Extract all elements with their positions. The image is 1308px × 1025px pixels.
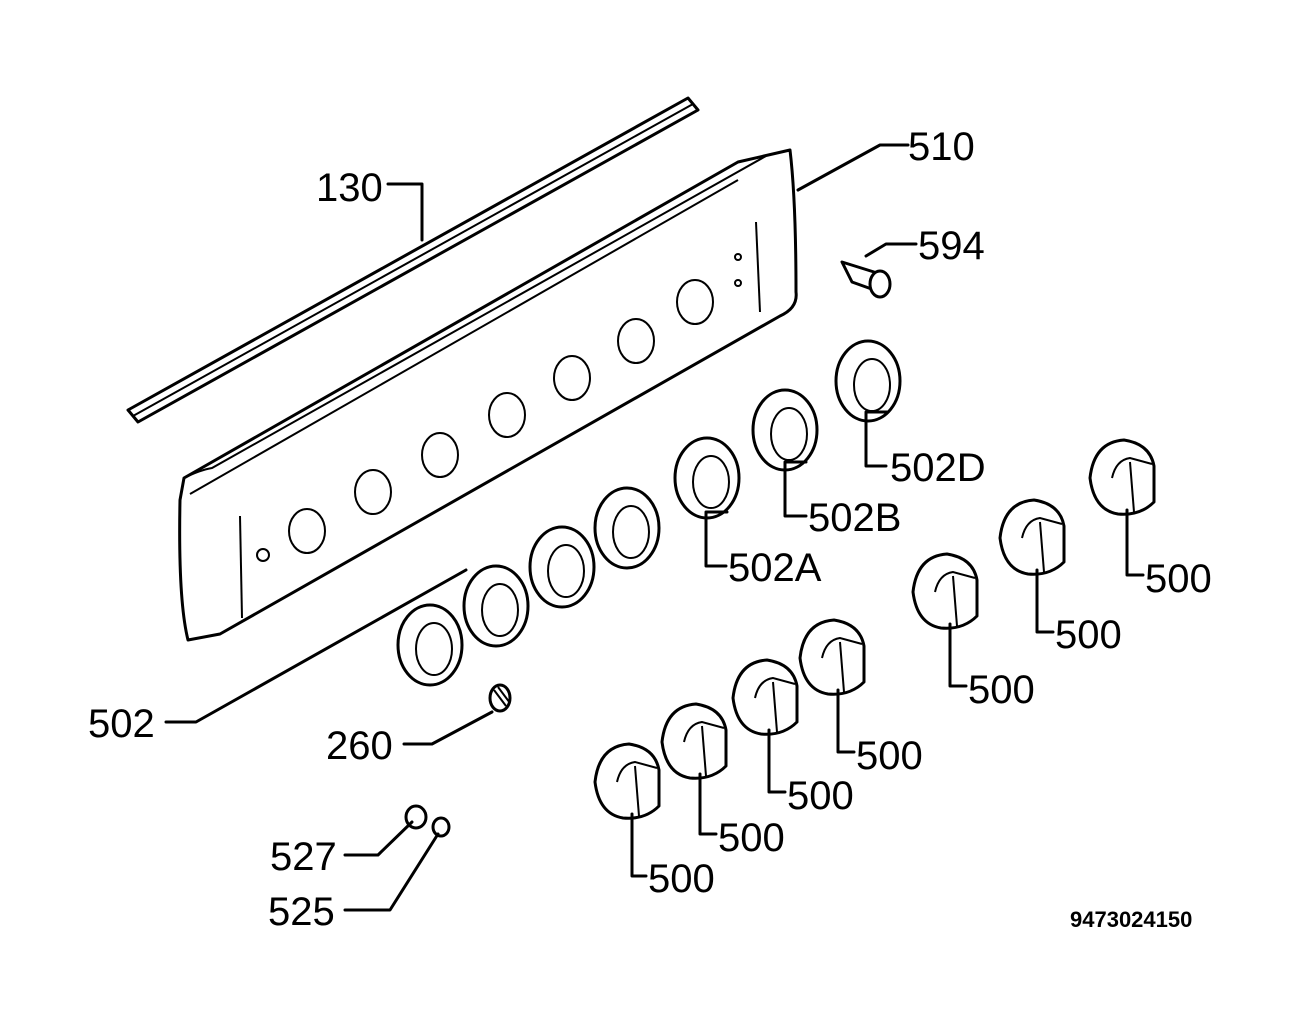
label-500-4: 500 (856, 734, 923, 778)
label-500-7: 500 (648, 857, 715, 901)
label-502D: 502D (890, 446, 986, 490)
label-500-1: 500 (1145, 557, 1212, 601)
label-260: 260 (326, 724, 393, 768)
leader-lines (164, 143, 1145, 912)
label-527: 527 (270, 835, 337, 879)
ring-502B (751, 388, 819, 472)
label-525: 525 (268, 890, 335, 934)
label-500-5: 500 (787, 774, 854, 818)
knob-500-7 (593, 742, 661, 820)
spring-260 (488, 683, 512, 713)
control-knobs (593, 438, 1156, 820)
label-502: 502 (88, 702, 155, 746)
control-rings (396, 339, 902, 687)
trim-strip-130 (126, 96, 700, 424)
knob-500-1 (1088, 438, 1156, 516)
knob-500-3 (911, 552, 979, 630)
control-panel-510 (178, 148, 798, 642)
ring-502-4 (396, 603, 464, 687)
knob-500-5 (731, 658, 799, 736)
label-500-2: 500 (1055, 613, 1122, 657)
label-500-3: 500 (968, 668, 1035, 712)
ring-502-3 (462, 564, 530, 648)
ring-502-1 (593, 486, 661, 570)
panel-holes (256, 253, 742, 562)
lamp-594 (840, 260, 892, 299)
ring-502-2 (528, 525, 596, 609)
ring-502A (673, 436, 741, 520)
label-502B: 502B (808, 496, 901, 540)
knob-500-4 (798, 618, 866, 696)
part-labels: 130 510 594 502D 502B 502A 502 260 527 5… (88, 125, 1212, 934)
label-510: 510 (908, 125, 975, 169)
ring-502D (834, 339, 902, 423)
label-594: 594 (918, 224, 985, 268)
label-502A: 502A (728, 546, 822, 590)
part-525 (431, 816, 451, 838)
label-130: 130 (316, 166, 383, 210)
drawing-code: 9473024150 (1070, 907, 1192, 932)
knob-500-2 (998, 498, 1066, 576)
label-500-6: 500 (718, 816, 785, 860)
knob-500-6 (660, 702, 728, 780)
